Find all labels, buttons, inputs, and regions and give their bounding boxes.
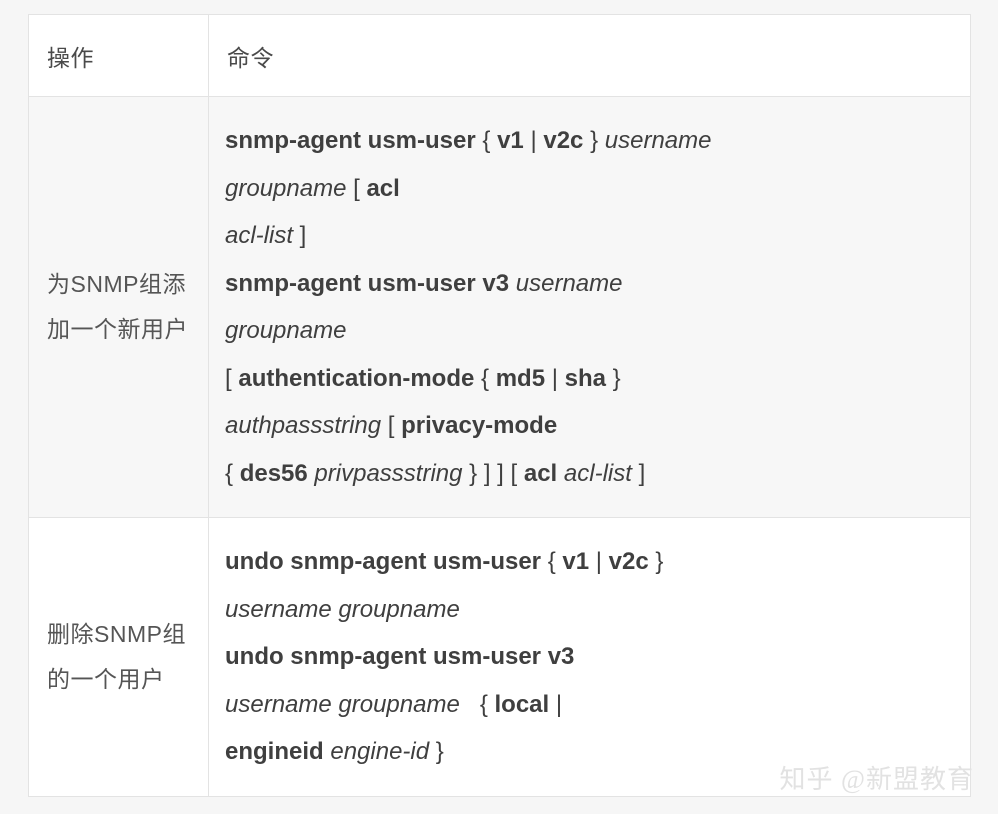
column-header-command: 命令: [208, 14, 971, 97]
command-line: undo snmp-agent usm-user { v1 | v2c }: [225, 538, 956, 586]
command-line: { des56 privpassstring } ] ] [ acl acl-l…: [225, 450, 956, 498]
command-token-kw: acl: [523, 459, 558, 487]
command-token-kw: sha: [564, 364, 607, 392]
command-token-arg: username: [515, 269, 623, 297]
command-token-punct: {: [547, 548, 563, 576]
command-line: groupname [ acl: [225, 165, 956, 213]
command-line: username groupname { local |: [225, 681, 956, 729]
table-header-row: 操作 命令: [28, 14, 971, 97]
column-header-operation: 操作: [28, 14, 209, 97]
snmp-command-table: 操作 命令 为SNMP组添加一个新用户 snmp-agent usm-user …: [28, 14, 971, 797]
watermark: 知乎 @新盟教育: [779, 765, 974, 794]
command-token-arg: authpassstring: [225, 412, 382, 440]
command-line: snmp-agent usm-user { v1 | v2c } usernam…: [225, 117, 956, 165]
table-row: 删除SNMP组的一个用户 undo snmp-agent usm-user { …: [28, 517, 971, 797]
command-token-arg: engine-id: [330, 738, 430, 766]
command-token-punct: }: [648, 548, 664, 576]
command-token-arg: username: [604, 127, 712, 154]
command-token-punct: [: [346, 174, 367, 202]
command-token-kw: snmp-agent usm-user: [225, 127, 483, 154]
command-token-arg: privpassstring: [314, 459, 463, 487]
command-line: engineid engine-id }: [225, 728, 956, 776]
command-line: acl-list ]: [225, 212, 956, 260]
command-token-kw: md5: [495, 364, 546, 392]
command-token-kw: undo snmp-agent usm-user v3: [225, 643, 575, 671]
command-token-punct: {: [225, 459, 240, 487]
command-token-punct: [: [225, 364, 239, 392]
command-token-kw: v2c: [608, 548, 649, 576]
command-token-punct: {: [482, 127, 498, 154]
command-line: [ authentication-mode { md5 | sha }: [225, 355, 956, 403]
command-token-punct: |: [589, 548, 609, 576]
command-token-arg: username groupname: [225, 595, 460, 623]
command-token-kw: des56: [239, 459, 308, 487]
command-token-kw: engineid: [225, 738, 324, 766]
command-token-punct: |: [545, 364, 565, 392]
command-line: authpassstring [ privacy-mode: [225, 402, 956, 450]
command-line: undo snmp-agent usm-user v3: [225, 633, 956, 681]
command-cell: snmp-agent usm-user { v1 | v2c } usernam…: [208, 95, 971, 519]
command-token-punct: [: [381, 412, 402, 440]
command-token-punct: }: [429, 738, 444, 766]
table-row: 为SNMP组添加一个新用户 snmp-agent usm-user { v1 |…: [28, 95, 971, 519]
command-token-punct: {: [459, 690, 495, 718]
command-token-punct: }: [583, 127, 605, 154]
command-token-kw: v2c: [543, 127, 584, 154]
command-token-kw: snmp-agent usm-user v3: [225, 269, 516, 297]
command-token-kw: v1: [497, 127, 524, 154]
command-token-punct: |: [549, 690, 563, 718]
command-token-kw: authentication-mode: [238, 364, 475, 392]
command-token-arg: groupname: [225, 174, 347, 202]
command-token-kw: local: [494, 690, 550, 718]
command-token-punct: ]: [631, 459, 646, 487]
table-header: 操作 命令: [28, 14, 971, 97]
command-token-punct: {: [474, 364, 496, 392]
operation-cell: 为SNMP组添加一个新用户: [28, 95, 209, 519]
command-token-kw: acl: [366, 174, 400, 202]
command-token-arg: username groupname: [225, 690, 460, 718]
command-line: snmp-agent usm-user v3 username: [225, 260, 956, 308]
command-line: groupname: [225, 307, 956, 355]
command-token-arg: acl-list: [563, 459, 632, 487]
command-token-kw: undo snmp-agent usm-user: [225, 548, 548, 576]
command-line: username groupname: [225, 586, 956, 634]
command-token-punct: [557, 460, 564, 487]
command-token-punct: } ] ] [: [462, 459, 524, 487]
command-token-punct: ]: [293, 222, 307, 250]
command-cell: undo snmp-agent usm-user { v1 | v2c } use…: [208, 517, 971, 797]
command-token-punct: }: [606, 364, 621, 392]
table-body: 为SNMP组添加一个新用户 snmp-agent usm-user { v1 |…: [28, 95, 971, 797]
command-token-kw: v1: [562, 548, 590, 576]
command-token-punct: |: [523, 127, 544, 154]
command-token-arg: groupname: [225, 317, 347, 345]
command-token-kw: privacy-mode: [401, 412, 558, 440]
command-token-arg: acl-list: [225, 222, 294, 250]
operation-cell: 删除SNMP组的一个用户: [28, 517, 209, 797]
